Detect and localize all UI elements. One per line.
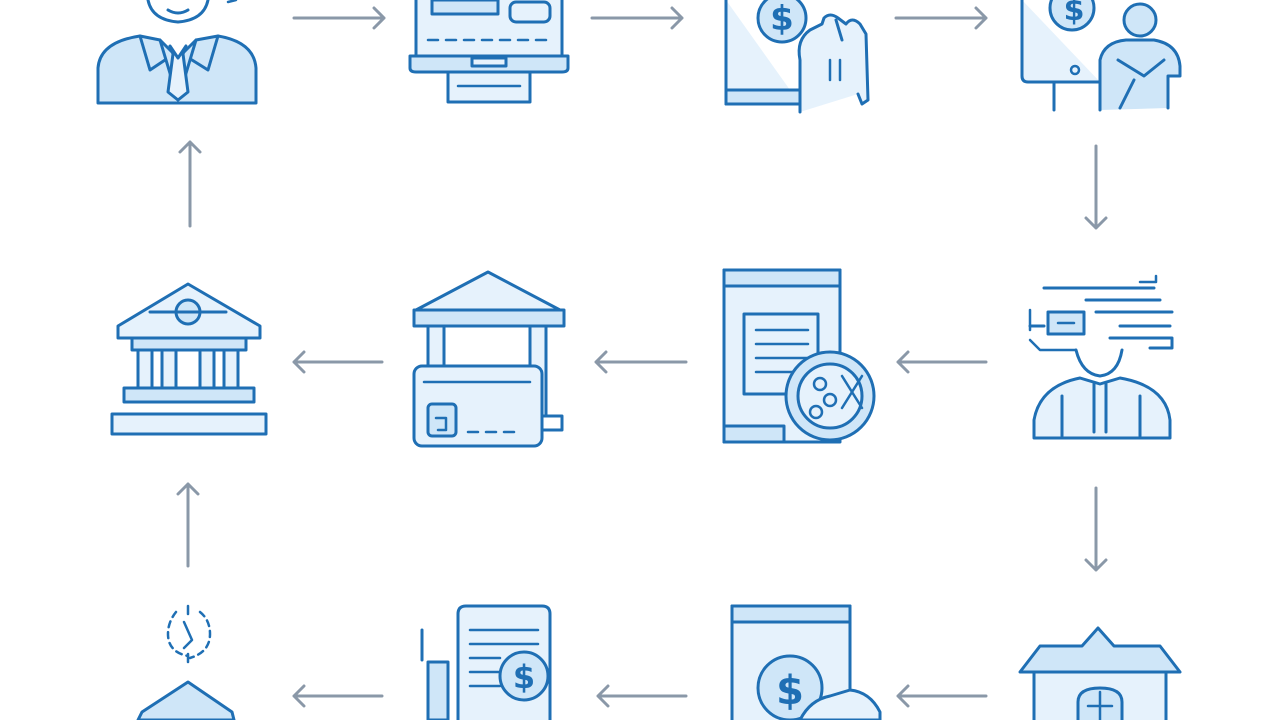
mobile-coin-icon: $	[730, 604, 882, 720]
bank-card-icon	[412, 270, 566, 448]
bank-house-icon	[1018, 626, 1182, 720]
arrow-left-6	[896, 684, 988, 708]
dollar-glyph: $	[776, 668, 804, 714]
arrow-up-1	[178, 140, 202, 228]
arrow-left-5	[596, 684, 688, 708]
receipt-payment-icon: $	[420, 604, 552, 720]
arrow-right-2	[590, 6, 684, 30]
arrow-up-2	[176, 482, 200, 568]
arrow-left-1	[292, 350, 384, 374]
dollar-glyph: $	[513, 658, 535, 696]
dollar-glyph: $	[770, 0, 794, 39]
arrow-left-4	[292, 684, 384, 708]
arrow-down-1	[1084, 144, 1108, 230]
businessman-icon	[96, 0, 258, 105]
arrow-left-2	[594, 350, 688, 374]
tablet-payment-user-icon: $	[1020, 0, 1182, 112]
arrow-right-1	[292, 6, 386, 30]
document-security-icon	[722, 268, 876, 444]
online-banking-person-icon	[1028, 274, 1174, 440]
mobile-payment-icon: $	[724, 0, 870, 114]
dollar-glyph: $	[1064, 0, 1085, 28]
dollar-exchange-icon	[136, 604, 236, 720]
atm-machine-icon	[408, 0, 570, 104]
arrow-left-3	[896, 350, 988, 374]
arrow-down-2	[1084, 486, 1108, 572]
bank-building-icon	[110, 282, 268, 436]
arrow-right-3	[894, 6, 988, 30]
